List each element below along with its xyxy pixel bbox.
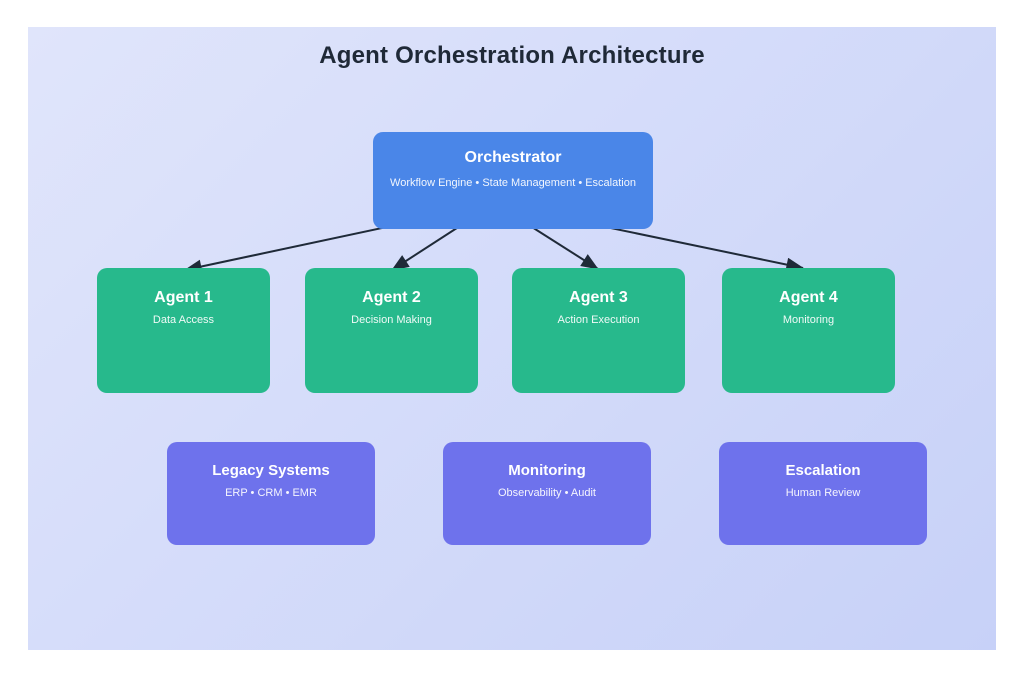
agent-3-title: Agent 3 xyxy=(569,289,628,306)
legacy-systems-subtitle: ERP • CRM • EMR xyxy=(225,487,317,499)
legacy-systems-node: Legacy Systems ERP • CRM • EMR xyxy=(167,442,375,545)
agent-1-node: Agent 1 Data Access xyxy=(97,268,270,393)
orchestrator-title: Orchestrator xyxy=(464,149,562,166)
agent-3-node: Agent 3 Action Execution xyxy=(512,268,685,393)
agent-4-node: Agent 4 Monitoring xyxy=(722,268,895,393)
escalation-subtitle: Human Review xyxy=(785,487,861,499)
agent-2-node: Agent 2 Decision Making xyxy=(305,268,478,393)
diagram-title: Agent Orchestration Architecture xyxy=(319,42,705,69)
agent-4-title: Agent 4 xyxy=(779,289,838,306)
agent-3-subtitle: Action Execution xyxy=(557,314,640,326)
agent-4-subtitle: Monitoring xyxy=(782,314,835,326)
diagram-canvas: Agent Orchestration Architecture Orchest… xyxy=(28,27,996,650)
monitoring-subtitle: Observability • Audit xyxy=(497,487,596,499)
agent-1-subtitle: Data Access xyxy=(152,314,215,326)
agent-2-subtitle: Decision Making xyxy=(351,314,432,326)
agent-2-title: Agent 2 xyxy=(362,289,421,306)
orchestrator-node: Orchestrator Workflow Engine • State Man… xyxy=(373,132,653,229)
escalation-node: Escalation Human Review xyxy=(719,442,927,545)
escalation-title: Escalation xyxy=(785,462,861,479)
orchestrator-subtitle: Workflow Engine • State Management • Esc… xyxy=(390,177,636,189)
legacy-systems-title: Legacy Systems xyxy=(212,462,330,479)
monitoring-title: Monitoring xyxy=(508,462,586,479)
monitoring-node: Monitoring Observability • Audit xyxy=(443,442,651,545)
agent-1-title: Agent 1 xyxy=(154,289,213,306)
